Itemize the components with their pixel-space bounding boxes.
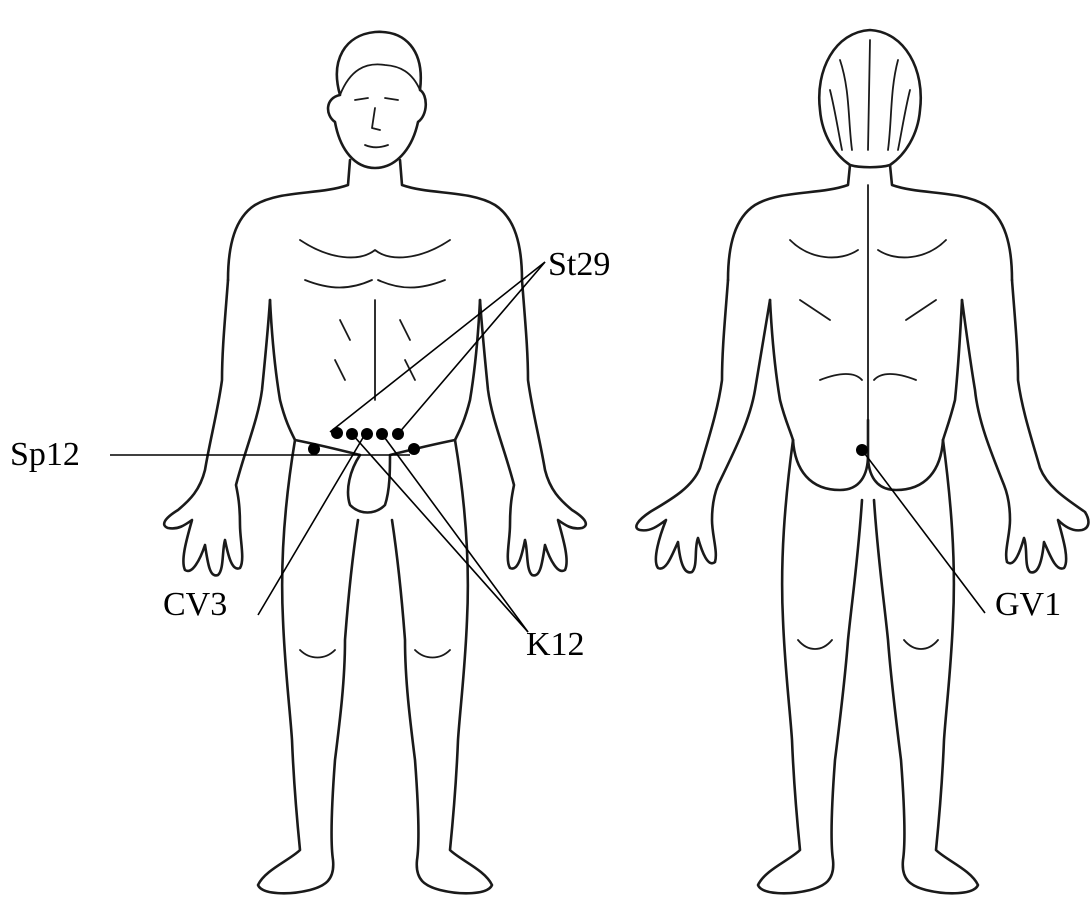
back-spine-shoulders — [790, 185, 946, 420]
st29-leader-2 — [398, 262, 545, 434]
front-chest — [300, 240, 450, 400]
front-knees — [300, 650, 450, 658]
back-hair — [830, 40, 910, 150]
st29-point-left — [331, 427, 343, 439]
back-left-arm — [636, 280, 770, 572]
back-neck-shoulders — [728, 165, 1012, 280]
front-face — [355, 98, 398, 147]
cv3-point — [361, 428, 373, 440]
sp12-point-left — [308, 443, 320, 455]
back-buttocks — [793, 420, 943, 490]
gv1-point — [856, 444, 868, 456]
cv3-leader — [258, 436, 364, 615]
front-right-arm — [480, 280, 586, 575]
back-right-arm — [962, 280, 1088, 572]
front-left-arm — [164, 280, 270, 575]
label-st29: St29 — [548, 248, 610, 282]
k12-point-right — [376, 428, 388, 440]
k12-leader-2 — [382, 434, 528, 632]
back-left-leg — [758, 440, 862, 893]
front-body-figure — [164, 32, 586, 893]
front-right-leg — [392, 440, 492, 893]
back-body-figure — [636, 30, 1088, 893]
label-gv1: GV1 — [995, 588, 1061, 622]
label-k12: K12 — [526, 628, 585, 662]
front-hair — [340, 64, 420, 95]
back-knees — [798, 640, 938, 649]
leader-lines — [110, 262, 985, 632]
acupoints — [308, 427, 868, 456]
label-cv3: CV3 — [163, 588, 227, 622]
back-torso — [770, 300, 962, 440]
front-left-leg — [258, 440, 358, 893]
label-sp12: Sp12 — [10, 438, 80, 472]
front-neck-shoulders — [228, 160, 522, 280]
gv1-leader — [862, 450, 985, 613]
sp12-point-right — [408, 443, 420, 455]
back-right-leg — [874, 440, 978, 893]
k12-leader-1 — [352, 434, 528, 632]
k12-point-left — [346, 428, 358, 440]
st29-leader-1 — [330, 262, 545, 432]
st29-point-right — [392, 428, 404, 440]
